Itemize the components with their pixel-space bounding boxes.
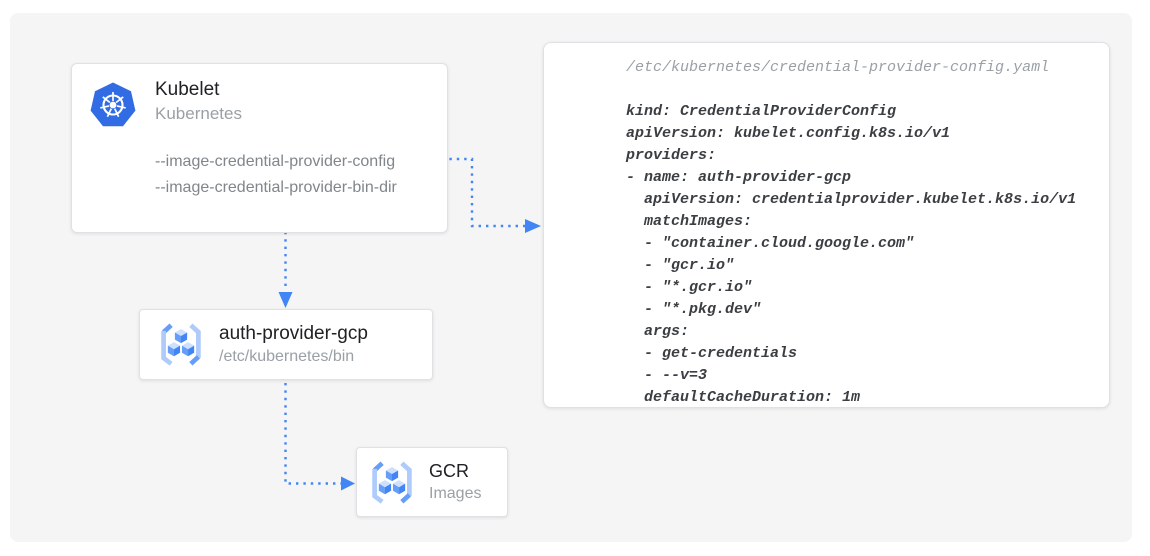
gcr-title: GCR <box>429 461 469 481</box>
auth-provider-path: /etc/kubernetes/bin <box>219 348 355 365</box>
config-yaml-code: kind: CredentialProviderConfig apiVersio… <box>626 103 1077 406</box>
credential-provider-config-panel: /etc/kubernetes/credential-provider-conf… <box>543 42 1110 408</box>
gcr-node: GCR Images <box>356 447 508 517</box>
auth-provider-gcp-node: auth-provider-gcp /etc/kubernetes/bin <box>139 309 433 380</box>
container-registry-icon <box>372 460 412 504</box>
registry-cubes <box>378 466 406 494</box>
kubernetes-helm-icon <box>90 82 136 127</box>
kubelet-title: Kubelet <box>155 79 220 100</box>
kubelet-node: Kubelet Kubernetes --image-credential-pr… <box>71 63 448 233</box>
config-file-path: /etc/kubernetes/credential-provider-conf… <box>626 59 1050 76</box>
gcr-subtitle: Images <box>429 485 482 502</box>
auth-provider-title: auth-provider-gcp <box>219 323 368 344</box>
kubelet-subtitle: Kubernetes <box>155 104 242 123</box>
container-registry-icon <box>161 323 201 366</box>
flag-image-credential-provider-config: --image-credential-provider-config <box>155 153 396 170</box>
flag-image-credential-provider-bin-dir: --image-credential-provider-bin-dir <box>155 179 397 196</box>
kubelet-flags: --image-credential-provider-config --ima… <box>155 149 397 201</box>
registry-cubes <box>167 328 195 357</box>
